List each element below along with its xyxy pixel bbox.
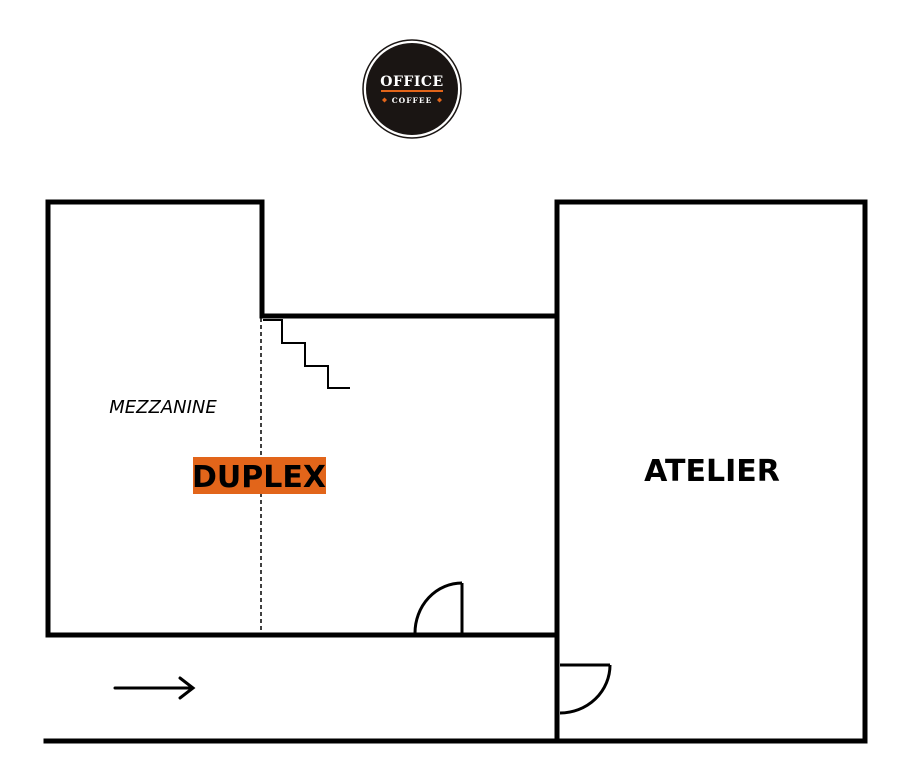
atelier-door [559, 663, 612, 715]
logo-line-1: OFFICE [380, 74, 443, 90]
duplex-label: DUPLEX [192, 460, 326, 495]
atelier-label: ATELIER [644, 454, 780, 489]
mezzanine-label: MEZZANINE [109, 397, 217, 418]
duplex-outer-wall [45, 199, 560, 319]
logo-diamond-left-icon [382, 97, 387, 103]
logo-line-2: COFFEE [392, 96, 433, 105]
duplex-label-background [193, 457, 326, 494]
office-coffee-logo: OFFICE COFFEE [362, 39, 462, 139]
atelier-wall [554, 199, 868, 744]
duplex-door [413, 581, 464, 634]
duplex-left-wall [45, 199, 560, 638]
stairs-icon [263, 319, 350, 389]
logo-diamond-right-icon [437, 97, 442, 103]
walls [43, 199, 868, 744]
arrow-right-icon [113, 676, 196, 700]
